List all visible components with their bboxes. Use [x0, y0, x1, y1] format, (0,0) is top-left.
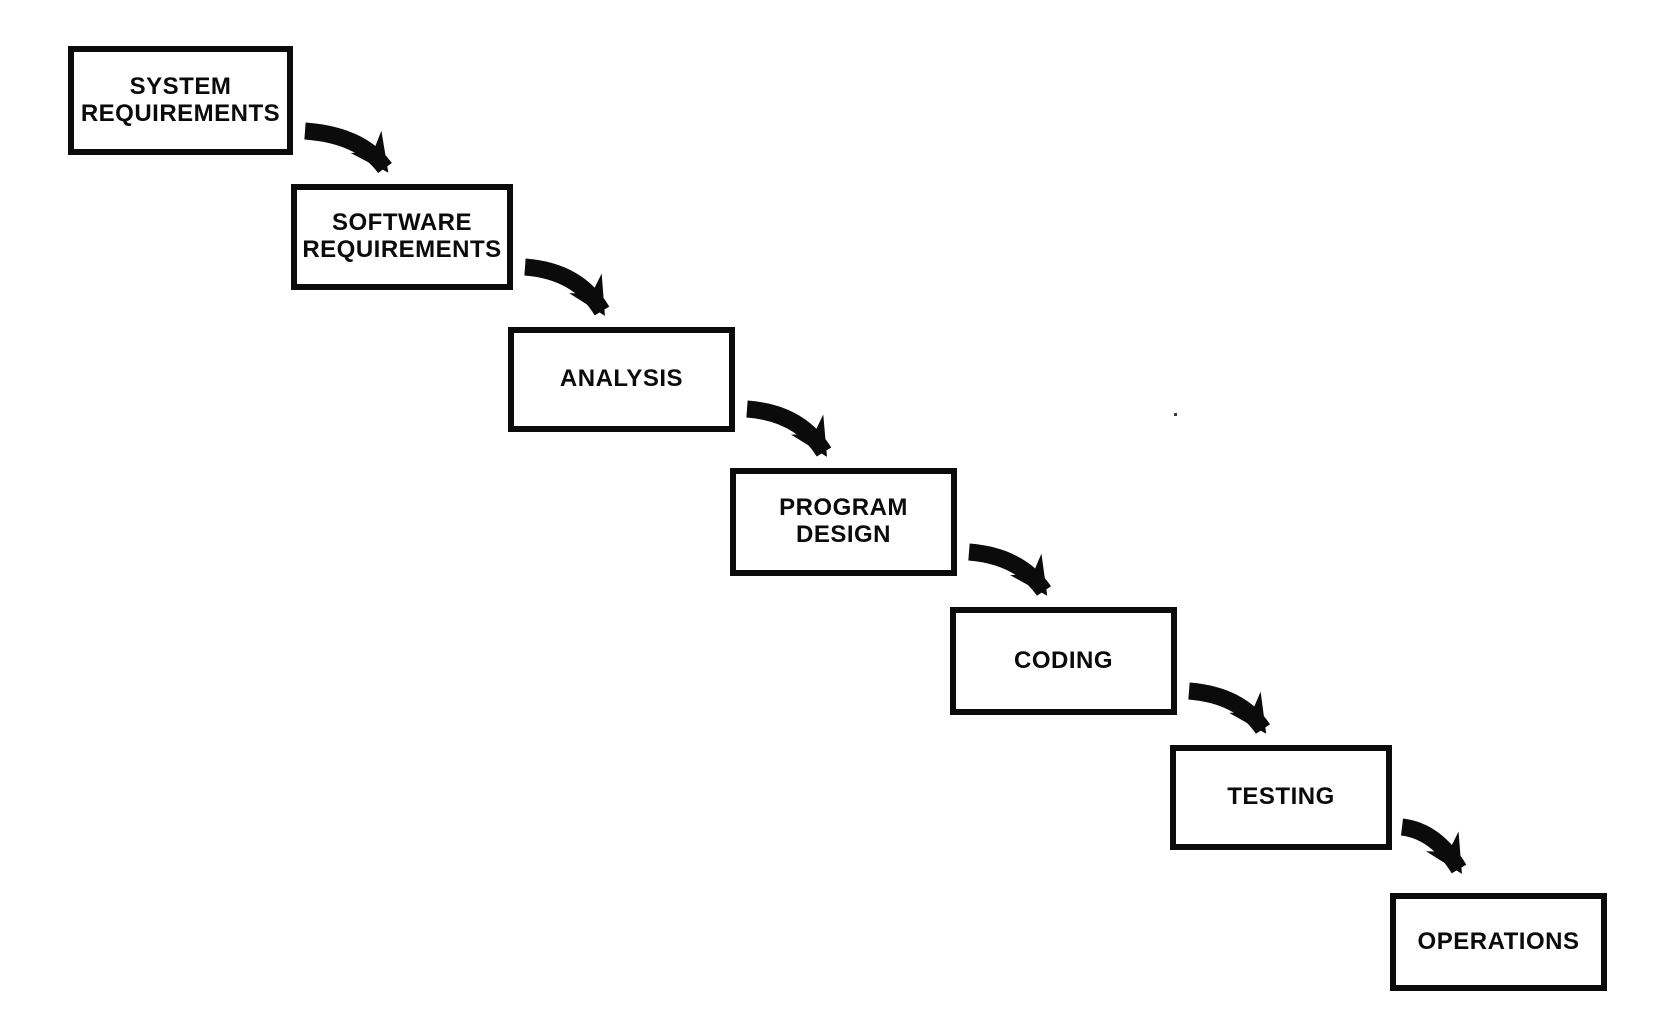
stage-box-testing: TESTING — [1170, 745, 1392, 850]
arrow-testing-to-operations-icon — [1400, 818, 1467, 874]
stage-box-system-requirements: SYSTEM REQUIREMENTS — [68, 46, 293, 155]
stage-box-coding: CODING — [950, 607, 1177, 715]
stage-label: PROGRAM — [779, 494, 908, 522]
stage-label: REQUIREMENTS — [302, 236, 502, 263]
stage-box-analysis: ANALYSIS — [508, 327, 735, 432]
stage-box-program-design: PROGRAM DESIGN — [730, 468, 957, 576]
stage-label: TESTING — [1227, 783, 1335, 811]
stage-label: SYSTEM — [129, 72, 232, 100]
stray-speck — [1174, 413, 1177, 416]
arrow-software-to-analysis-icon — [524, 258, 610, 316]
stage-label: CODING — [1014, 646, 1113, 674]
stage-box-software-requirements: SOFTWARE REQUIREMENTS — [291, 184, 513, 290]
stage-label: REQUIREMENTS — [80, 99, 281, 127]
stage-label: DESIGN — [795, 521, 891, 548]
stage-label: ANALYSIS — [559, 365, 684, 393]
arrow-coding-to-testing-icon — [1188, 682, 1271, 735]
arrow-design-to-coding-icon — [968, 543, 1052, 597]
stage-label: SOFTWARE — [332, 209, 472, 237]
stage-box-operations: OPERATIONS — [1390, 893, 1607, 991]
arrow-analysis-to-design-icon — [746, 400, 832, 457]
arrow-system-to-software-icon — [304, 122, 392, 174]
stage-label: OPERATIONS — [1417, 927, 1580, 955]
